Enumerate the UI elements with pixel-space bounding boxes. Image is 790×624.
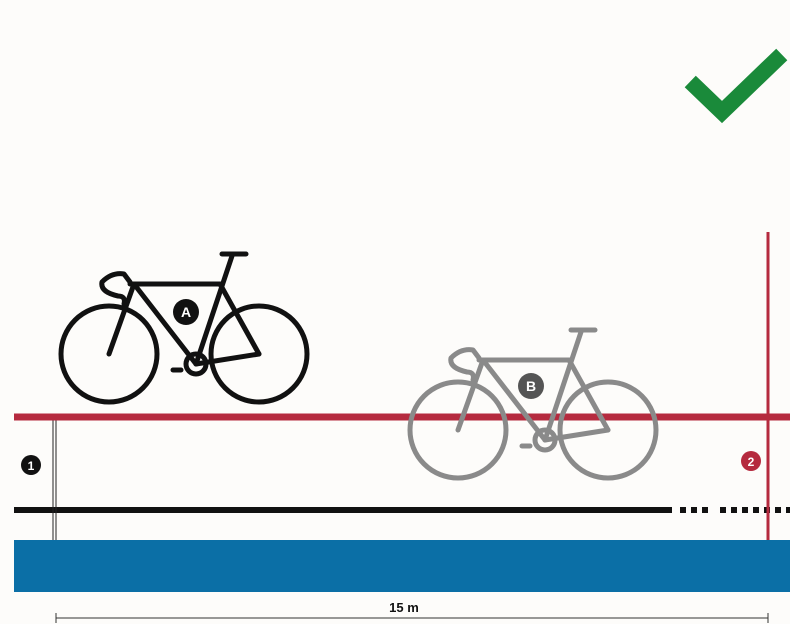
bike-b-icon: [410, 330, 656, 478]
check-mark-icon: [696, 60, 776, 112]
bike-a-icon: [61, 254, 307, 402]
marker-2-label: 2: [748, 455, 755, 469]
start-boundary-line: [53, 420, 56, 540]
bike-a-label: A: [181, 304, 191, 320]
measurement-label: 15 m: [389, 600, 419, 615]
blue-band: [14, 540, 790, 592]
marker-1-label: 1: [28, 459, 35, 473]
bike-b-label: B: [526, 378, 536, 394]
